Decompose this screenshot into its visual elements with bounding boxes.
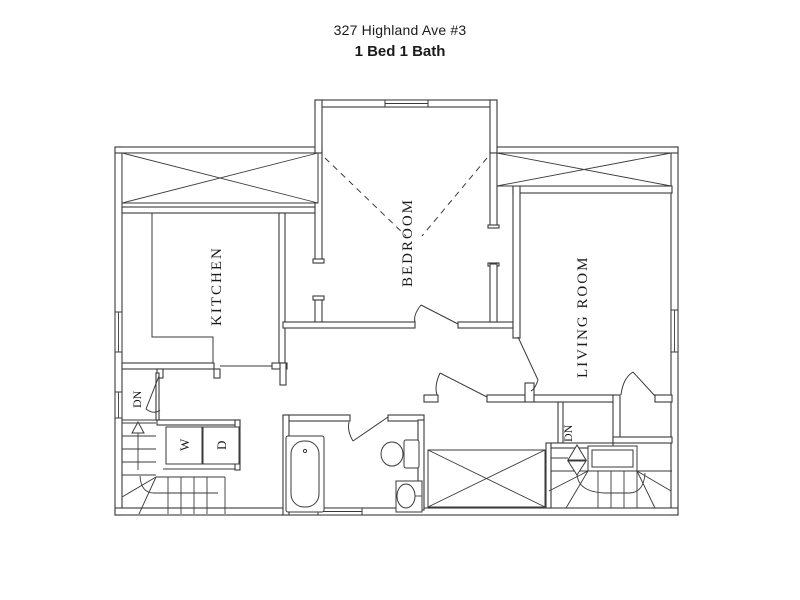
xbox-top-right: [496, 152, 672, 187]
living-room-label: LIVING ROOM: [575, 256, 591, 378]
window-left-lower: [114, 391, 123, 419]
bathtub: [285, 435, 325, 513]
page-subtitle: 1 Bed 1 Bath: [354, 43, 446, 60]
stairs-left-dn-label: DN: [130, 390, 144, 408]
xbox-bottom: [427, 449, 546, 508]
dryer-box: [202, 426, 240, 465]
toilet: [380, 439, 420, 469]
window-right: [670, 309, 679, 353]
washer-label: W: [177, 438, 192, 451]
bedroom-label: BEDROOM: [400, 198, 416, 287]
door-stair-nook: [145, 375, 161, 413]
kitchen-label: KITCHEN: [209, 246, 225, 326]
stairs-right-dn-label: DN: [561, 424, 575, 442]
staircase-right: [548, 444, 672, 509]
door-living-room: [517, 336, 539, 392]
door-hall: [435, 372, 488, 398]
door-bedroom: [414, 304, 459, 325]
kitchen-counter: [151, 213, 214, 363]
sink: [395, 480, 423, 513]
room-labels: KITCHEN BEDROOM LIVING ROOM W D DN DN: [130, 198, 591, 451]
ceiling-slope-dashes: [324, 157, 488, 237]
stair-down-arrow: [567, 444, 587, 476]
door-closet: [620, 371, 656, 397]
interior-walls: [121, 152, 673, 516]
stair-up-arrow: [131, 420, 145, 470]
washer-box: [165, 426, 203, 465]
dryer-label: D: [214, 441, 229, 450]
staircase-left: [121, 419, 226, 515]
page-title: 327 Highland Ave #3: [333, 22, 467, 38]
door-bathroom: [348, 416, 389, 442]
xbox-top-left: [121, 152, 319, 204]
window-bedroom-top: [384, 99, 429, 108]
window-bottom: [317, 507, 363, 516]
floorplan-header: 327 Highland Ave #3 1 Bed 1 Bath: [0, 20, 800, 64]
window-left-upper: [114, 311, 123, 353]
